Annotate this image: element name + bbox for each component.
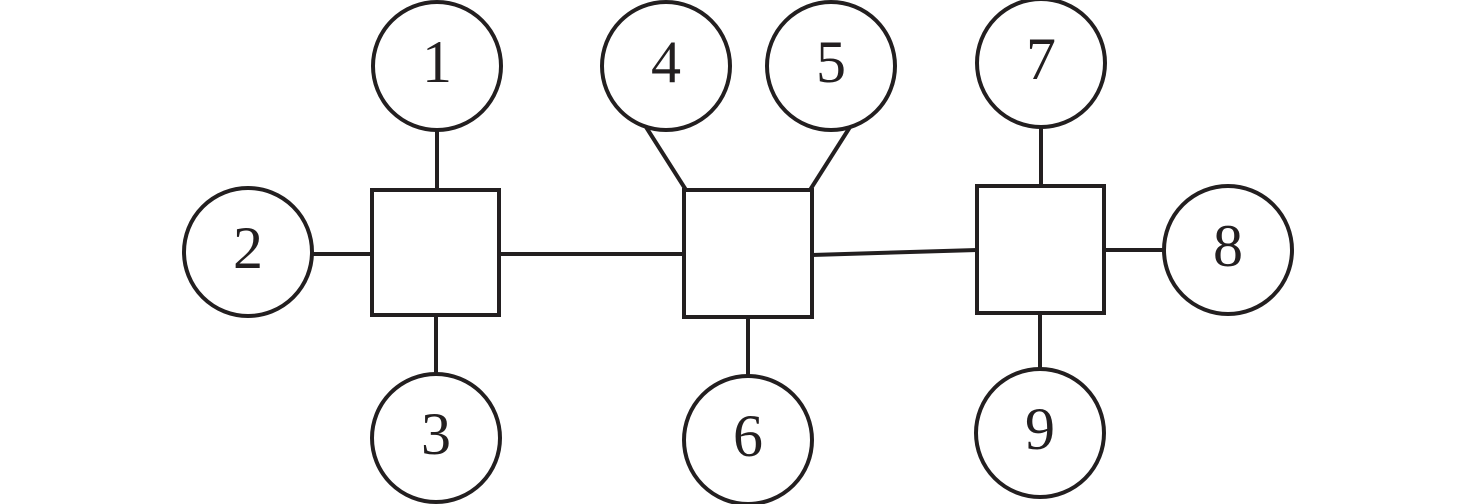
circle-5-label: 5 [816,29,846,95]
circle-9-label: 9 [1025,396,1055,462]
edge-circle5-to-square-b [808,125,852,192]
square-node-group [370,184,1106,319]
circle-node-group: 1 2 3 4 5 6 7 [182,0,1294,504]
circle-node-9[interactable]: 9 [974,367,1106,499]
circle-2-outline [182,186,314,318]
circle-node-1[interactable]: 1 [371,0,503,132]
square-node-b[interactable] [682,188,814,319]
edge-circle4-to-square-b [644,125,688,192]
circle-node-6[interactable]: 6 [682,374,814,504]
square-node-c[interactable] [975,184,1106,315]
circle-node-3[interactable]: 3 [370,372,502,504]
circle-6-label: 6 [733,403,763,469]
circle-8-label: 8 [1213,213,1243,279]
circle-5-outline [765,0,897,132]
circle-node-8[interactable]: 8 [1162,184,1294,316]
circle-4-label: 4 [651,29,681,95]
circle-3-label: 3 [421,401,451,467]
circle-8-outline [1162,184,1294,316]
edge-group [312,125,1164,376]
circle-3-outline [370,372,502,504]
circle-7-label: 7 [1026,26,1056,92]
edge-square-b-to-square-c [811,248,978,257]
circle-9-outline [974,367,1106,499]
circle-2-label: 2 [233,215,263,281]
circle-4-outline [600,0,732,132]
circle-1-outline [371,0,503,132]
circle-node-2[interactable]: 2 [182,186,314,318]
circle-6-outline [682,374,814,504]
circle-node-5[interactable]: 5 [765,0,897,132]
circle-node-4[interactable]: 4 [600,0,732,132]
square-node-a[interactable] [370,188,501,317]
circle-node-7[interactable]: 7 [975,0,1107,129]
circle-1-label: 1 [422,29,452,95]
circle-7-outline [975,0,1107,129]
